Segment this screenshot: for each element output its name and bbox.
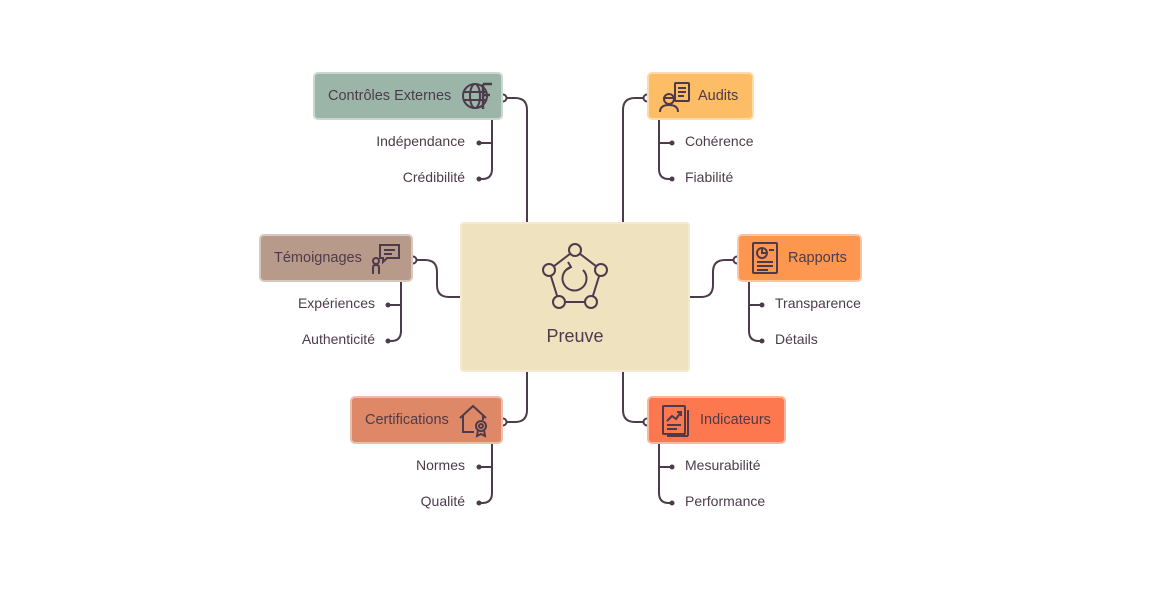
child-dot xyxy=(669,464,675,470)
auditor-clipboard-icon xyxy=(659,82,690,113)
child-stem xyxy=(658,444,672,504)
branch-rapports[interactable]: Rapports xyxy=(737,234,862,282)
connector-controles xyxy=(503,97,528,222)
branch-label: Témoignages xyxy=(274,250,362,266)
report-chart-icon xyxy=(752,242,778,274)
branch-certifications[interactable]: Certifications xyxy=(350,396,503,444)
connector-audits xyxy=(622,97,647,222)
child-stem xyxy=(748,282,762,342)
connector-certifications xyxy=(503,372,528,423)
child-stem xyxy=(479,120,493,180)
sub-item: Authenticité xyxy=(301,331,375,347)
child-dot xyxy=(669,140,675,146)
branch-label: Audits xyxy=(698,88,739,104)
sub-item: Transparence xyxy=(775,295,861,311)
connector-rapports xyxy=(690,259,737,298)
sub-item: Normes xyxy=(415,457,465,473)
branch-label: Indicateurs xyxy=(700,412,771,428)
child-stem xyxy=(388,282,402,342)
sub-item: Détails xyxy=(775,331,818,347)
branch-label: Rapports xyxy=(788,250,847,266)
sub-item: Performance xyxy=(685,493,766,509)
child-dot xyxy=(385,302,391,308)
center-node[interactable]: Preuve xyxy=(460,222,690,372)
sub-item: Mesurabilité xyxy=(685,457,761,473)
branch-audits[interactable]: Audits xyxy=(647,72,754,120)
child-dot xyxy=(476,464,482,470)
trend-document-icon xyxy=(662,405,689,437)
child-dot xyxy=(476,500,482,506)
branch-label: Contrôles Externes xyxy=(328,88,452,104)
branch-controles-externes[interactable]: Contrôles Externes xyxy=(313,72,503,120)
branch-indicateurs[interactable]: Indicateurs xyxy=(647,396,786,444)
branch-label: Certifications xyxy=(365,412,449,428)
pentagon-cycle-icon xyxy=(542,243,608,309)
connector-indicateurs xyxy=(622,372,647,423)
house-badge-icon xyxy=(459,404,487,438)
child-dot xyxy=(385,338,391,344)
globe-f-icon xyxy=(462,82,493,109)
child-dot xyxy=(759,338,765,344)
sub-item: Expériences xyxy=(297,295,375,311)
sub-item: Crédibilité xyxy=(402,169,465,185)
child-stem xyxy=(658,120,672,180)
sub-item: Fiabilité xyxy=(685,169,734,185)
sub-item: Qualité xyxy=(420,493,465,509)
branch-temoignages[interactable]: Témoignages xyxy=(259,234,413,282)
child-dot xyxy=(476,176,482,182)
sub-item: Cohérence xyxy=(685,133,754,149)
sub-item: Indépendance xyxy=(376,133,465,149)
child-dot xyxy=(669,500,675,506)
child-stem xyxy=(479,444,493,504)
child-dot xyxy=(759,302,765,308)
speech-person-icon xyxy=(371,244,400,274)
center-label: Preuve xyxy=(546,326,604,346)
child-dot xyxy=(476,140,482,146)
connector-temoignages xyxy=(413,259,460,298)
child-dot xyxy=(669,176,675,182)
